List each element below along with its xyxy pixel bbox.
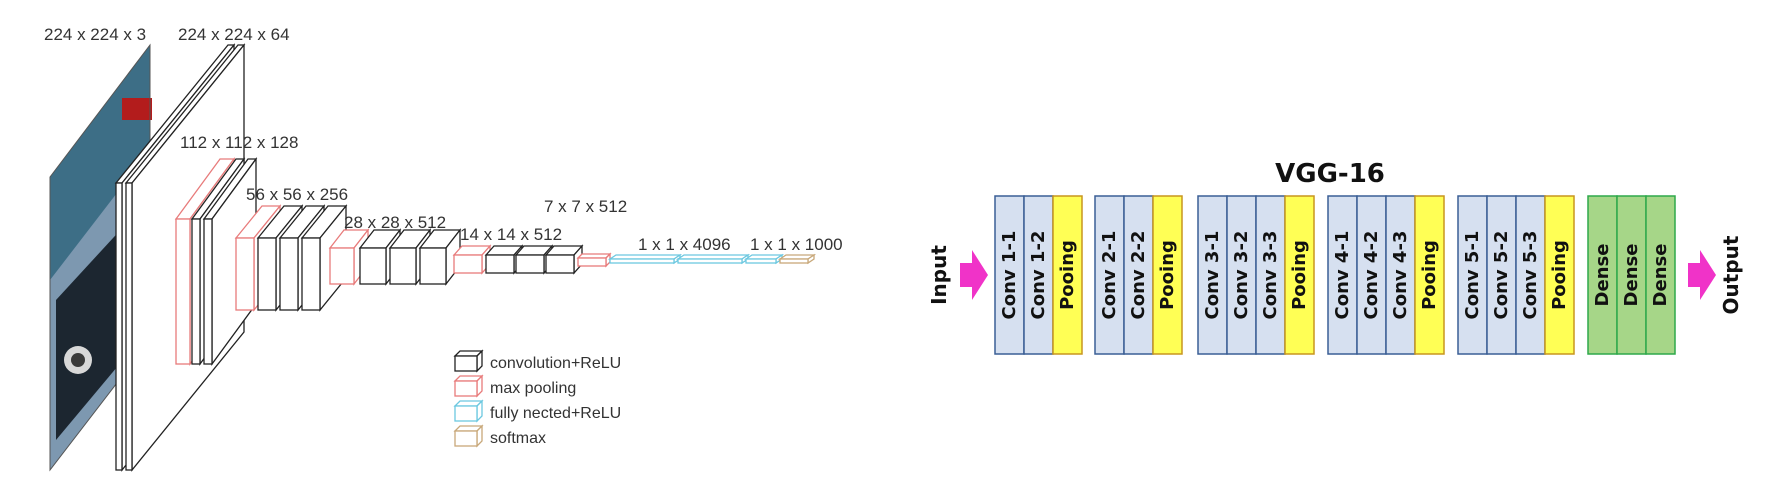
- legend-swatch-max-pooling-icon: [453, 374, 484, 398]
- layer-label: Conv 4-1: [1332, 231, 1353, 320]
- layer-conv: Conv 5-3: [1515, 195, 1546, 355]
- legend-item-softmax: softmax: [453, 424, 546, 448]
- size-label-conv3: 56 x 56 x 256: [246, 185, 348, 204]
- output-indicator: Output: [1688, 235, 1743, 314]
- size-label-conv5: 14 x 14 x 512: [460, 225, 562, 244]
- input-indicator: Input: [927, 245, 988, 305]
- input-label: Input: [927, 245, 951, 305]
- vgg-3d-architecture-diagram: 224 x 224 x 3 224 x 224 x 64 112 x 112 x…: [44, 25, 843, 472]
- conv2-block-2: [202, 157, 258, 366]
- input-arrow-icon: [960, 250, 988, 300]
- fc-block-3: [743, 253, 785, 265]
- layer-label: Pooing: [1157, 240, 1178, 310]
- output-label: Output: [1719, 235, 1743, 314]
- layer-label: Conv 3-1: [1202, 231, 1223, 320]
- layer-pool: Pooing: [1414, 195, 1445, 355]
- layer-conv: Conv 1-2: [1023, 195, 1054, 355]
- legend-swatch-fully-connected-icon: [453, 399, 484, 423]
- vgg-block-2: Conv 2-1 Conv 2-2 Pooing: [1094, 195, 1183, 355]
- layer-label: Dense: [1592, 244, 1613, 307]
- size-label-softmax: 1 x 1 x 1000: [750, 235, 843, 254]
- layer-pool: Pooing: [1284, 195, 1315, 355]
- vgg-block-3: Conv 3-1 Conv 3-2 Conv 3-3 Pooing: [1197, 195, 1315, 355]
- layer-label: Dense: [1650, 244, 1671, 307]
- layer-conv: Conv 2-2: [1123, 195, 1154, 355]
- layer-label: Conv 1-2: [1028, 231, 1049, 320]
- legend-item-max-pooling: max pooling: [453, 374, 576, 398]
- legend-label-max-pooling: max pooling: [490, 380, 576, 397]
- layer-label: Conv 4-3: [1390, 231, 1411, 320]
- size-label-conv2: 112 x 112 x 128: [180, 133, 298, 152]
- layer-label: Conv 2-1: [1099, 231, 1120, 320]
- diagram-title: VGG-16: [1275, 159, 1385, 189]
- pool5-block: [576, 252, 612, 268]
- softmax-block: [777, 253, 817, 265]
- legend-label-convolution: convolution+ReLU: [490, 355, 621, 372]
- vgg-block-1: Conv 1-1 Conv 1-2 Pooing: [994, 195, 1083, 355]
- layer-label: Conv 4-2: [1361, 231, 1382, 320]
- vgg-block-6: Dense Dense Dense: [1587, 195, 1676, 355]
- layer-dense: Dense: [1616, 195, 1647, 355]
- layer-label: Pooing: [1057, 240, 1078, 310]
- layer-conv: Conv 5-1: [1457, 195, 1488, 355]
- legend-item-fully-connected: fully nected+ReLU: [453, 399, 621, 423]
- layer-label: Conv 1-1: [999, 231, 1020, 320]
- legend-item-convolution: convolution+ReLU: [453, 349, 621, 373]
- pool4-block: [452, 244, 492, 275]
- output-arrow-icon: [1688, 250, 1716, 300]
- layer-conv: Conv 4-2: [1356, 195, 1387, 355]
- layer-label: Conv 5-3: [1520, 231, 1541, 320]
- legend-swatch-convolution-icon: [453, 349, 484, 373]
- layer-label: Conv 3-2: [1231, 231, 1252, 320]
- layer-conv: Conv 3-1: [1197, 195, 1228, 355]
- layer-label: Pooing: [1549, 240, 1570, 310]
- size-label-conv4: 28 x 28 x 512: [344, 213, 446, 232]
- layer-volumes: [49, 43, 817, 472]
- layer-conv: Conv 1-1: [994, 195, 1025, 355]
- size-label-fc: 1 x 1 x 4096: [638, 235, 731, 254]
- layer-dense: Dense: [1587, 195, 1618, 355]
- legend-label-fully-connected: fully nected+ReLU: [490, 405, 621, 422]
- vgg-block-4: Conv 4-1 Conv 4-2 Conv 4-3 Pooing: [1327, 195, 1445, 355]
- layer-conv: Conv 4-3: [1385, 195, 1416, 355]
- layer-label: Conv 2-2: [1128, 231, 1149, 320]
- conv4-block-1: [358, 228, 402, 286]
- layer-blocks: Conv 1-1 Conv 1-2 Pooing Conv 2-1 Conv 2-2 Po…: [994, 195, 1676, 355]
- fc-block-1: [607, 253, 683, 265]
- fc-block-2: [675, 253, 751, 265]
- layer-conv: Conv 3-3: [1255, 195, 1286, 355]
- layer-label: Pooing: [1289, 240, 1310, 310]
- layer-label: Pooing: [1419, 240, 1440, 310]
- layer-conv: Conv 2-1: [1094, 195, 1125, 355]
- layer-pool: Pooing: [1052, 195, 1083, 355]
- layer-label: Conv 5-1: [1462, 231, 1483, 320]
- size-label-conv1: 224 x 224 x 64: [178, 25, 290, 44]
- legend-swatch-softmax-icon: [453, 424, 484, 448]
- layer-dense: Dense: [1645, 195, 1676, 355]
- layer-conv: Conv 4-1: [1327, 195, 1358, 355]
- layer-label: Conv 5-2: [1491, 231, 1512, 320]
- layer-pool: Pooing: [1152, 195, 1183, 355]
- size-label-pool5: 7 x 7 x 512: [544, 197, 627, 216]
- layer-conv: Conv 3-2: [1226, 195, 1257, 355]
- vgg-block-5: Conv 5-1 Conv 5-2 Conv 5-3 Pooing: [1457, 195, 1575, 355]
- legend-label-softmax: softmax: [490, 430, 546, 447]
- layer-label: Dense: [1621, 244, 1642, 307]
- legend: convolution+ReLU max pooling fully necte…: [453, 349, 621, 448]
- layer-conv: Conv 5-2: [1486, 195, 1517, 355]
- layer-label: Conv 3-3: [1260, 231, 1281, 320]
- size-label-input: 224 x 224 x 3: [44, 25, 146, 44]
- conv5-block-3: [544, 244, 584, 275]
- layer-pool: Pooing: [1544, 195, 1575, 355]
